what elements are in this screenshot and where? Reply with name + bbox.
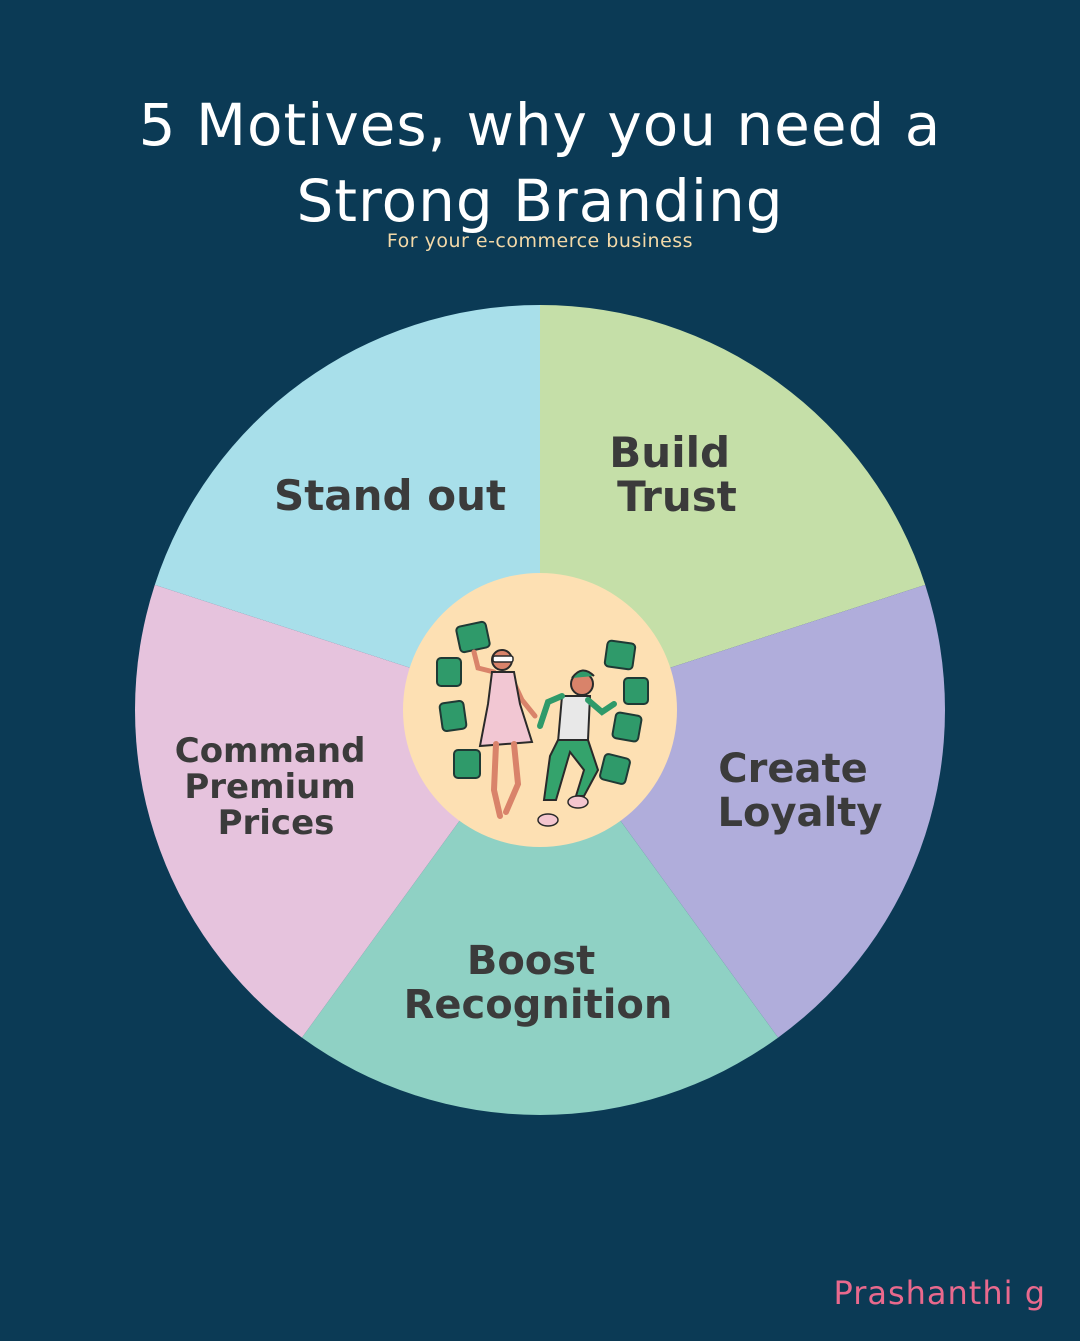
man-figure-icon	[537, 669, 617, 827]
segment-boost-recognition	[301, 710, 779, 1115]
product-cards-icon	[436, 620, 649, 785]
label-create-loyalty: Create Loyalty	[718, 746, 883, 836]
segment-stand-out	[154, 305, 541, 710]
subtitle: For your e-commerce business	[386, 230, 694, 252]
infographic-title: 5 Motives, why you need a Strong Brandin…	[0, 87, 1080, 239]
label-command-premium-prices: Command Premium Prices	[175, 731, 378, 843]
title-line-1: 5 Motives, why you need a	[138, 90, 942, 159]
author-signature: Prashanthi g	[833, 1274, 1046, 1312]
woman-figure-icon	[471, 649, 538, 819]
shoppers-illustration	[436, 620, 649, 827]
segment-build-trust	[540, 305, 926, 710]
label-build-trust: Build Trust	[609, 428, 744, 521]
title-line-2: Strong Branding	[296, 166, 784, 235]
label-stand-out: Stand out	[274, 471, 506, 520]
label-boost-recognition: Boost Recognition	[404, 938, 673, 1028]
